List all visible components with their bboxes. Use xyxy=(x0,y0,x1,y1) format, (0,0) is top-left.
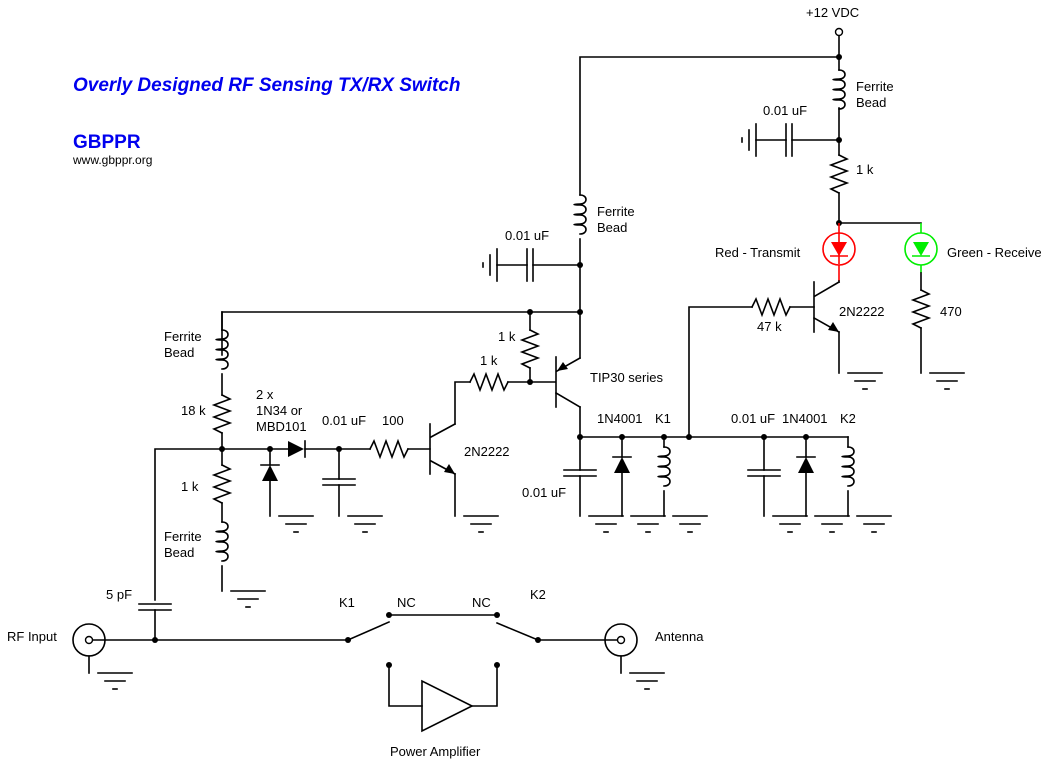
diode-k1-label: 1N4001 xyxy=(597,411,643,426)
relay-switch-k1-label: K1 xyxy=(339,595,355,610)
resistor-47k xyxy=(688,296,815,438)
resistor-100 xyxy=(368,438,431,460)
capacitor-relay-label: 0.01 uF xyxy=(522,485,566,500)
resistor-1k-be xyxy=(519,311,541,383)
capacitor-top xyxy=(741,123,840,157)
resistor-1k-be-label: 1 k xyxy=(498,329,516,344)
ferrite-bead-bottom-label-2: Bead xyxy=(164,545,194,560)
relay-coil-k2-label: K2 xyxy=(840,411,856,426)
relay-coil-k2 xyxy=(841,436,855,517)
transistor-led-driver xyxy=(812,280,841,374)
relay-switch-k2-label: K2 xyxy=(530,587,546,602)
ferrite-bead-mid-label-2: Bead xyxy=(597,220,627,235)
relay-switch-k2 xyxy=(494,612,622,668)
capacitor-detector xyxy=(322,448,356,517)
led-green-receive xyxy=(904,230,938,273)
diode-label-3: MBD101 xyxy=(256,419,307,434)
ferrite-bead-left-label-2: Bead xyxy=(164,345,194,360)
ferrite-bead-mid-label-1: Ferrite xyxy=(597,204,635,219)
transistor-driver xyxy=(429,422,457,517)
antenna-label: Antenna xyxy=(655,629,704,644)
brand-name: GBPPR xyxy=(73,132,141,153)
resistor-470 xyxy=(910,272,932,374)
resistor-47k-label: 47 k xyxy=(757,319,782,334)
capacitor-k2 xyxy=(747,436,781,517)
diode-k1 xyxy=(612,436,632,517)
ferrite-bead-mid xyxy=(573,194,587,313)
power-amplifier-label: Power Amplifier xyxy=(390,744,481,759)
ferrite-bead-bottom xyxy=(215,521,229,592)
diode-label-2: 1N34 or xyxy=(256,403,303,418)
relay-coil-k1-label: K1 xyxy=(655,411,671,426)
ferrite-bead-top-label-2: Bead xyxy=(856,95,886,110)
resistor-18k-label: 18 k xyxy=(181,403,206,418)
resistor-18k xyxy=(211,373,233,450)
led-green-label: Green - Receive xyxy=(947,245,1042,260)
led-red-label: Red - Transmit xyxy=(715,245,801,260)
resistor-1k-bottom-label: 1 k xyxy=(181,479,199,494)
diode-series xyxy=(288,440,371,458)
capacitor-5pf xyxy=(138,603,172,641)
nc2-label: NC xyxy=(472,595,491,610)
relay-coil-k1 xyxy=(657,436,671,517)
ferrite-bead-top-label-1: Ferrite xyxy=(856,79,894,94)
resistor-100-label: 100 xyxy=(382,413,404,428)
transistor-tip30 xyxy=(529,311,582,438)
relay-switch-k1 xyxy=(345,612,392,668)
resistor-1k-base xyxy=(454,371,531,425)
ferrite-bead-left-label-1: Ferrite xyxy=(164,329,202,344)
nc1-label: NC xyxy=(397,595,416,610)
brand-url: www.gbppr.org xyxy=(72,153,152,167)
diode-k2-label: 1N4001 xyxy=(782,411,828,426)
diode-shunt xyxy=(260,448,280,517)
resistor-1k-top-label: 1 k xyxy=(856,162,874,177)
capacitor-relay xyxy=(563,436,597,517)
capacitor-detector-label: 0.01 uF xyxy=(322,413,366,428)
transistor-tip30-label: TIP30 series xyxy=(590,370,663,385)
ferrite-bead-left xyxy=(215,329,229,370)
supply-label: +12 VDC xyxy=(806,5,859,20)
resistor-1k-bottom xyxy=(211,448,233,523)
power-amplifier xyxy=(388,664,498,733)
diagram-title: Overly Designed RF Sensing TX/RX Switch xyxy=(73,75,460,96)
led-red-transmit xyxy=(822,223,856,281)
capacitor-5pf-label: 5 pF xyxy=(106,587,132,602)
capacitor-mid-label: 0.01 uF xyxy=(505,228,549,243)
resistor-1k-top xyxy=(828,139,850,224)
capacitor-k2-label: 0.01 uF xyxy=(731,411,775,426)
ferrite-bead-top xyxy=(832,56,846,141)
resistor-470-label: 470 xyxy=(940,304,962,319)
capacitor-top-label: 0.01 uF xyxy=(763,103,807,118)
diode-k2 xyxy=(796,436,816,517)
supply-terminal xyxy=(834,27,844,37)
antenna-connector xyxy=(604,623,638,674)
rf-input-label: RF Input xyxy=(7,629,57,644)
capacitor-mid xyxy=(482,248,581,282)
diode-label-1: 2 x xyxy=(256,387,274,402)
transistor-driver-label: 2N2222 xyxy=(464,444,510,459)
transistor-led-driver-label: 2N2222 xyxy=(839,304,885,319)
ferrite-bead-bottom-label-1: Ferrite xyxy=(164,529,202,544)
rf-input-connector xyxy=(72,623,349,674)
resistor-1k-base-label: 1 k xyxy=(480,353,498,368)
